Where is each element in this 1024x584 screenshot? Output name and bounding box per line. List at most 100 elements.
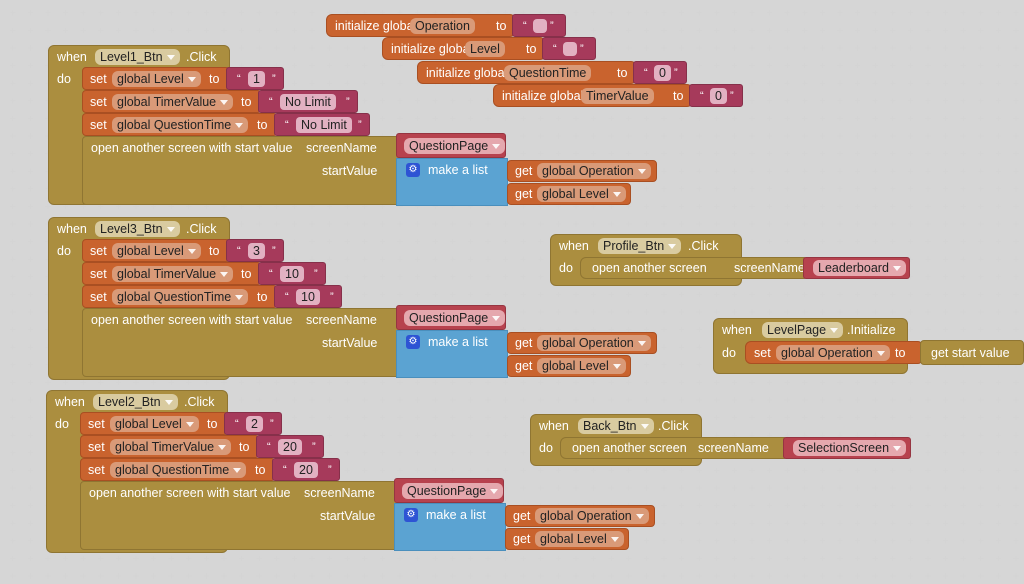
variable-dropdown[interactable]: global Level bbox=[112, 70, 201, 87]
component-dropdown[interactable]: Level3_Btn bbox=[95, 221, 180, 237]
set-variable-block[interactable]: set global QuestionTime to bbox=[82, 113, 278, 136]
gear-icon[interactable]: ⚙ bbox=[406, 335, 420, 349]
text-string-block[interactable]: “ No Limit ” bbox=[274, 113, 370, 136]
variable-dropdown[interactable]: global Operation bbox=[535, 508, 649, 524]
variable-dropdown[interactable]: global Level bbox=[535, 531, 624, 547]
get-variable-block[interactable]: get global Operation bbox=[507, 160, 657, 182]
global-name-field[interactable]: Operation bbox=[410, 17, 475, 34]
variable-dropdown[interactable]: global Level bbox=[110, 415, 199, 432]
gear-icon[interactable]: ⚙ bbox=[406, 163, 420, 177]
component-dropdown[interactable]: Profile_Btn bbox=[598, 238, 682, 254]
set-variable-block[interactable]: set global Level to bbox=[82, 67, 230, 90]
variable-dropdown[interactable]: global Level bbox=[537, 358, 626, 374]
text-string-block[interactable]: “ ” bbox=[512, 14, 566, 37]
text-string-block[interactable]: “ 2 ” bbox=[224, 412, 282, 435]
set-variable-block[interactable]: set global Level to bbox=[80, 412, 228, 435]
variable-dropdown[interactable]: global TimerValue bbox=[112, 93, 234, 110]
make-a-list-block[interactable]: ⚙ make a list bbox=[396, 158, 508, 206]
text-string-block[interactable]: “ 10 ” bbox=[274, 285, 342, 308]
screen-name-block[interactable]: QuestionPage bbox=[396, 133, 506, 158]
variable-name: global Operation bbox=[781, 345, 873, 360]
text-value-field[interactable]: 10 bbox=[296, 288, 320, 305]
set-variable-block[interactable]: set global QuestionTime to bbox=[80, 458, 276, 481]
text-value-field[interactable]: 1 bbox=[248, 70, 265, 87]
variable-dropdown[interactable]: global QuestionTime bbox=[112, 116, 249, 133]
get-variable-block[interactable]: get global Operation bbox=[505, 505, 655, 527]
variable-dropdown[interactable]: global Operation bbox=[776, 344, 890, 361]
variable-dropdown[interactable]: global Level bbox=[112, 242, 201, 259]
screen-name-block[interactable]: Leaderboard bbox=[803, 257, 910, 279]
text-string-block[interactable]: “ 0 ” bbox=[689, 84, 743, 107]
set-variable-block[interactable]: set global Operation to bbox=[745, 341, 922, 364]
text-value-field[interactable]: No Limit bbox=[280, 93, 336, 110]
make-list-label: make a list bbox=[428, 335, 488, 349]
screen-dropdown[interactable]: QuestionPage bbox=[404, 137, 506, 154]
screen-dropdown[interactable]: SelectionScreen bbox=[793, 440, 907, 456]
set-variable-block[interactable]: set global TimerValue to bbox=[82, 90, 262, 113]
chevron-down-icon bbox=[490, 488, 499, 494]
global-name-field[interactable]: QuestionTime bbox=[504, 64, 592, 81]
text-value-field[interactable]: 0 bbox=[710, 87, 727, 104]
get-variable-block[interactable]: get global Operation bbox=[507, 332, 657, 354]
gear-icon[interactable]: ⚙ bbox=[404, 508, 418, 522]
text-string-block[interactable]: “ 1 ” bbox=[226, 67, 284, 90]
text-value-field[interactable]: 3 bbox=[248, 242, 265, 259]
text-string-block[interactable]: “ 10 ” bbox=[258, 262, 326, 285]
text-string-block[interactable]: “ 3 ” bbox=[226, 239, 284, 262]
set-variable-block[interactable]: set global Level to bbox=[82, 239, 230, 262]
get-start-value-block[interactable]: get start value bbox=[920, 340, 1024, 365]
variable-dropdown[interactable]: global QuestionTime bbox=[112, 288, 249, 305]
initialize-global-block[interactable]: initialize global QuestionTime to bbox=[417, 61, 637, 84]
text-string-block[interactable]: “ ” bbox=[542, 37, 596, 60]
initialize-global-block[interactable]: initialize global Level to bbox=[382, 37, 546, 60]
variable-dropdown[interactable]: global Level bbox=[537, 186, 626, 202]
text-string-block[interactable]: “ 20 ” bbox=[256, 435, 324, 458]
open-screen-with-value-block[interactable]: open another screen with start value scr… bbox=[80, 481, 398, 550]
text-value-field[interactable]: 20 bbox=[278, 438, 302, 455]
text-value-field[interactable] bbox=[533, 18, 547, 33]
text-value-field[interactable]: 20 bbox=[294, 461, 318, 478]
screen-dropdown[interactable]: Leaderboard bbox=[813, 260, 906, 276]
text-value-field[interactable]: 0 bbox=[654, 64, 671, 81]
component-dropdown[interactable]: LevelPage bbox=[762, 322, 844, 338]
variable-dropdown[interactable]: global Operation bbox=[537, 335, 651, 351]
variable-dropdown[interactable]: global TimerValue bbox=[110, 438, 232, 455]
variable-dropdown[interactable]: global Operation bbox=[537, 163, 651, 179]
open-screen-with-value-block[interactable]: open another screen with start value scr… bbox=[82, 136, 400, 205]
component-dropdown[interactable]: Level2_Btn bbox=[93, 394, 178, 410]
text-string-block[interactable]: “ 0 ” bbox=[633, 61, 687, 84]
initialize-global-block[interactable]: initialize global Operation to bbox=[326, 14, 516, 37]
text-string-block[interactable]: “ No Limit ” bbox=[258, 90, 358, 113]
text-value-field[interactable]: No Limit bbox=[296, 116, 352, 133]
open-screen-block[interactable]: open another screen screenName bbox=[580, 257, 808, 279]
set-variable-block[interactable]: set global TimerValue to bbox=[82, 262, 262, 285]
variable-dropdown[interactable]: global TimerValue bbox=[112, 265, 234, 282]
text-value-field[interactable]: 2 bbox=[246, 415, 263, 432]
get-variable-block[interactable]: get global Level bbox=[507, 355, 631, 377]
make-a-list-block[interactable]: ⚙ make a list bbox=[396, 330, 508, 378]
screen-name-block[interactable]: QuestionPage bbox=[396, 305, 506, 330]
screen-name-block[interactable]: QuestionPage bbox=[394, 478, 504, 503]
get-variable-block[interactable]: get global Level bbox=[507, 183, 631, 205]
text-value-field[interactable]: 10 bbox=[280, 265, 304, 282]
open-screen-with-value-block[interactable]: open another screen with start value scr… bbox=[82, 308, 400, 377]
open-screen-block[interactable]: open another screen screenName bbox=[560, 437, 788, 459]
global-name-field[interactable]: TimerValue bbox=[581, 87, 654, 104]
open-quote: “ bbox=[267, 440, 271, 453]
component-dropdown[interactable]: Level1_Btn bbox=[95, 49, 180, 65]
global-name-field[interactable]: Level bbox=[465, 40, 505, 57]
screen-name-block[interactable]: SelectionScreen bbox=[783, 437, 911, 459]
screen-dropdown[interactable]: QuestionPage bbox=[402, 482, 504, 499]
text-value-field[interactable] bbox=[563, 41, 577, 56]
set-variable-block[interactable]: set global TimerValue to bbox=[80, 435, 260, 458]
component-dropdown[interactable]: Back_Btn bbox=[578, 418, 654, 434]
text-string-block[interactable]: “ 20 ” bbox=[272, 458, 340, 481]
screen-dropdown[interactable]: QuestionPage bbox=[404, 309, 506, 326]
set-variable-block[interactable]: set global QuestionTime to bbox=[82, 285, 278, 308]
open-screen-label: open another screen bbox=[592, 261, 707, 275]
make-a-list-block[interactable]: ⚙ make a list bbox=[394, 503, 506, 551]
initialize-global-block[interactable]: initialize global TimerValue to bbox=[493, 84, 693, 107]
open-quote: “ bbox=[269, 267, 273, 280]
variable-dropdown[interactable]: global QuestionTime bbox=[110, 461, 247, 478]
get-variable-block[interactable]: get global Level bbox=[505, 528, 629, 550]
